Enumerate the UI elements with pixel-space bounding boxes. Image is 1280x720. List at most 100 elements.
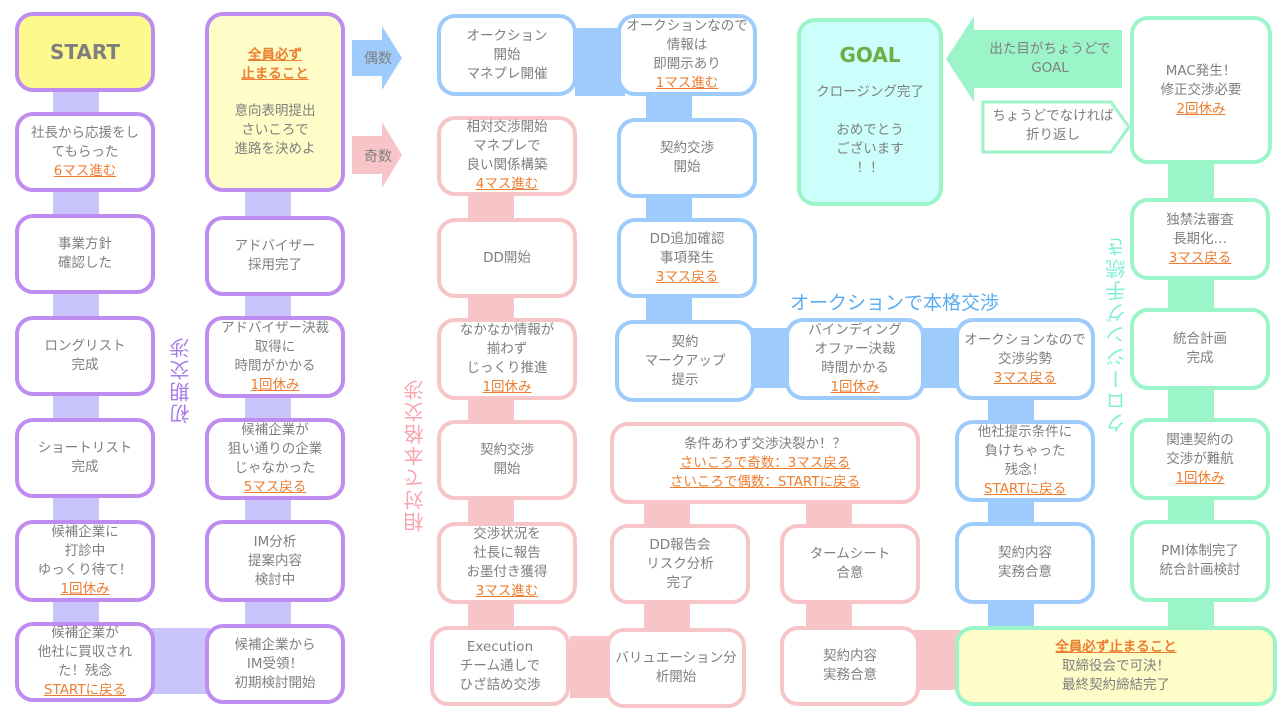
connector bbox=[575, 28, 625, 96]
square-text: 事業方針 bbox=[58, 236, 112, 252]
board-square: バリュエーション分 析開始 bbox=[606, 628, 746, 708]
square-text: 開始 bbox=[493, 46, 521, 63]
square-text: 揃わず bbox=[486, 341, 528, 357]
square-text: じっくり推進 bbox=[466, 360, 548, 376]
square-text: 狙い通りの企業 bbox=[227, 441, 323, 457]
square-text: 他社に買収され bbox=[37, 644, 133, 660]
square-text: 長期化… bbox=[1173, 230, 1227, 247]
square-action: STARTに戻る bbox=[983, 481, 1067, 497]
square-text: バリュエーション分 bbox=[615, 650, 737, 666]
square-text: 採用完了 bbox=[248, 257, 302, 273]
square-action: 3マス進む bbox=[475, 583, 539, 599]
arrow-bounce bbox=[981, 100, 1131, 154]
square-text: ！！ bbox=[856, 160, 884, 176]
section-label-initial: 初期交渉 bbox=[169, 336, 193, 424]
board-square: 契約内容 実務合意 bbox=[955, 522, 1095, 604]
square-text: DD開始 bbox=[483, 249, 531, 266]
square-text: オファー決裁 bbox=[814, 341, 896, 357]
square-text: オークション bbox=[466, 27, 548, 44]
square-action: STARTに戻る bbox=[43, 682, 127, 698]
square-text: 契約 bbox=[671, 333, 699, 350]
square-text: 時間かかる bbox=[821, 360, 889, 376]
mandatory-label: 全員必ず bbox=[248, 46, 302, 63]
square-action: 2回休み bbox=[1176, 100, 1226, 117]
board-square: オークションなので 情報は 即開示あり 1マス進む bbox=[617, 14, 757, 96]
square-text: チーム通しで bbox=[459, 657, 541, 674]
square-text: オークションなので bbox=[626, 18, 748, 34]
square-action: 1マス進む bbox=[655, 75, 719, 91]
section-label-closing: クロージング手続き bbox=[1105, 235, 1129, 433]
square-text: アドバイザー決裁 bbox=[221, 320, 329, 336]
mandatory-label: 止まること bbox=[241, 65, 309, 82]
board-square: 事業方針 確認した bbox=[15, 214, 155, 294]
board-square-mandatory-stop: 全員必ず 止まること 意向表明提出 さいころで 進路を決めよ bbox=[205, 12, 345, 192]
arrow-even bbox=[352, 26, 402, 90]
board-square: なかなか情報が 揃わず じっくり推進 1回休み bbox=[437, 318, 577, 400]
square-text: てもらった bbox=[51, 143, 119, 160]
square-text: 独禁法審査 bbox=[1166, 211, 1234, 228]
square-action: 3マス戻る bbox=[1168, 249, 1232, 266]
square-text: 時間がかかる bbox=[234, 358, 316, 374]
section-label-relative: 相対で本格交渉 bbox=[403, 378, 427, 532]
arrow-odd-shape bbox=[352, 122, 402, 188]
square-text: 条件あわず交渉決裂か！？ bbox=[684, 435, 846, 452]
board-square: DD報告会 リスク分析 完了 bbox=[610, 524, 750, 604]
square-text: 初期検討開始 bbox=[234, 674, 316, 691]
square-action: 1回休み bbox=[830, 379, 880, 395]
section-label-auction: オークションで本格交渉 bbox=[790, 292, 1000, 314]
square-text: ございます bbox=[836, 141, 904, 157]
arrow-goal-exact-text: 出た目がちょうどで GOAL bbox=[980, 40, 1120, 78]
square-action: 1回休み bbox=[482, 379, 532, 395]
square-text: 情報は bbox=[666, 37, 708, 53]
square-text: 進路を決めよ bbox=[234, 140, 316, 157]
square-text: 意向表明提出 bbox=[234, 102, 316, 119]
square-text: 取締役会で可決！ bbox=[1062, 657, 1170, 674]
square-action: 4マス進む bbox=[475, 176, 539, 192]
square-text: 契約内容 bbox=[998, 545, 1052, 561]
arrow-bounce-text: ちょうどでなければ 折り返し bbox=[983, 107, 1123, 145]
square-text: 他社提示条件に bbox=[977, 424, 1073, 440]
goal-title: GOAL bbox=[839, 43, 901, 67]
square-text: 候補企業が bbox=[241, 422, 309, 438]
square-text: 完成 bbox=[71, 459, 99, 475]
square-text: た！残念 bbox=[58, 663, 112, 679]
square-text: 統合計画検討 bbox=[1159, 562, 1241, 578]
start-label: START bbox=[49, 39, 121, 64]
board-square: 候補企業から IM受領！ 初期検討開始 bbox=[205, 624, 345, 704]
square-text: 事項発生 bbox=[660, 249, 714, 266]
square-text: DD追加確認 bbox=[649, 230, 725, 247]
square-text: ロングリスト bbox=[44, 338, 126, 354]
square-text: MAC発生！ bbox=[1165, 62, 1237, 79]
board-square: ロングリスト 完成 bbox=[15, 316, 155, 396]
arrow-odd-label: 奇数 bbox=[364, 149, 392, 165]
board-square: 候補企業に 打診中 ゆっくり待て！ 1回休み bbox=[15, 520, 155, 602]
square-text: Execution bbox=[466, 638, 534, 655]
square-action: 3マス戻る bbox=[655, 268, 719, 285]
square-text: 修正交渉必要 bbox=[1160, 81, 1242, 98]
board-square: IM分析 提案内容 検討中 bbox=[205, 520, 345, 602]
square-text: 候補企業に bbox=[51, 524, 119, 540]
square-text: 開始 bbox=[493, 461, 521, 477]
square-text: ショートリスト bbox=[37, 440, 133, 456]
square-text: マネプレ開催 bbox=[466, 65, 548, 82]
square-action: 5マス戻る bbox=[243, 479, 307, 495]
square-text: 即開示あり bbox=[653, 56, 721, 72]
board-square: オークションなので 交渉劣勢 3マス戻る bbox=[955, 318, 1095, 400]
arrow-goal-exact bbox=[946, 16, 1122, 102]
square-text: 打診中 bbox=[64, 543, 106, 559]
square-text: お墨付き獲得 bbox=[466, 564, 548, 580]
square-text: 関連契約の bbox=[1166, 431, 1234, 448]
square-text: 社長から応援をし bbox=[31, 124, 139, 141]
square-text: 契約交渉 bbox=[660, 140, 714, 156]
square-text: ひざ詰め交渉 bbox=[459, 676, 541, 693]
square-action: 1回休み bbox=[60, 581, 110, 597]
square-text: 契約交渉 bbox=[480, 442, 534, 458]
square-text: 取得に bbox=[254, 339, 296, 355]
board-square: 契約交渉 開始 bbox=[437, 420, 577, 500]
square-action: 1回休み bbox=[250, 377, 300, 393]
square-action: 1回休み bbox=[1175, 469, 1225, 486]
square-action: さいころで偶数：STARTに戻る bbox=[669, 473, 861, 490]
board-square: PMI体制完了 統合計画検討 bbox=[1130, 520, 1270, 602]
board-square: タームシート 合意 bbox=[780, 524, 920, 604]
square-text: 実務合意 bbox=[823, 667, 877, 683]
